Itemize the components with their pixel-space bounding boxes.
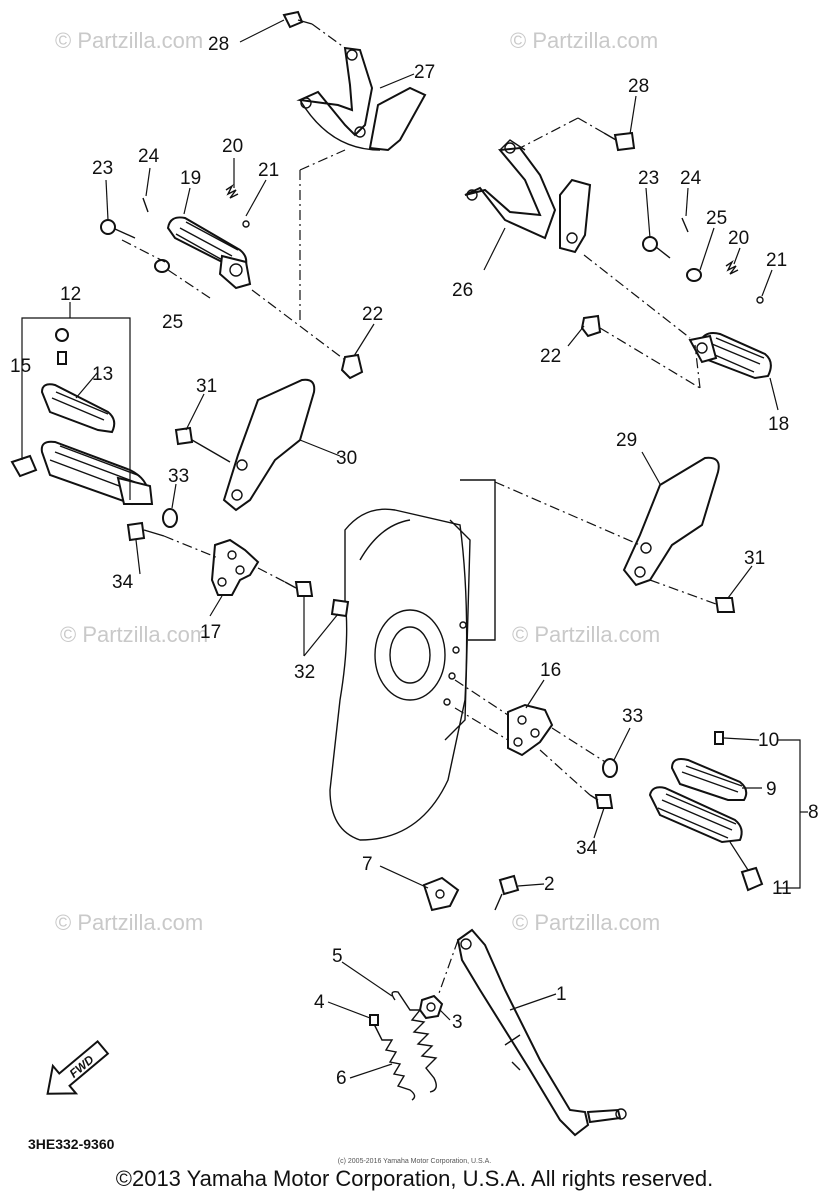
- sidestand: [456, 928, 627, 1137]
- callout-2: 2: [544, 874, 555, 895]
- callout-23: 23: [92, 158, 113, 179]
- footrest-bracket-17: [210, 538, 260, 596]
- callout-30: 30: [336, 448, 357, 469]
- watermark: © Partzilla.com: [512, 622, 660, 647]
- watermark: © Partzilla.com: [55, 910, 203, 935]
- callout-34: 34: [112, 572, 134, 593]
- collar-25-right: [686, 268, 702, 282]
- watermark: © Partzilla.com: [55, 28, 203, 53]
- callout-20: 20: [728, 228, 749, 249]
- spring-20-left: [225, 183, 239, 199]
- callout-25: 25: [162, 312, 183, 333]
- collar-25-left: [154, 259, 170, 273]
- pin-24-right: [681, 217, 689, 233]
- callout-9: 9: [766, 779, 777, 800]
- copyright-notice: ©2013 Yamaha Motor Corporation, U.S.A. A…: [115, 1166, 714, 1191]
- callout-26: 26: [452, 280, 473, 301]
- ball-21-right: [756, 296, 764, 304]
- heel-guard-left: [222, 378, 316, 512]
- callout-28: 28: [628, 76, 649, 97]
- ball-21-left: [242, 220, 250, 228]
- callout-25: 25: [706, 208, 727, 229]
- footrest-bracket-16: [507, 703, 554, 757]
- callout-33: 33: [622, 706, 643, 727]
- bolt-2: [494, 874, 520, 911]
- callout-7: 7: [362, 854, 373, 875]
- callout-6: 6: [336, 1068, 347, 1089]
- bolt-34-left: [126, 521, 165, 542]
- pin-23-left: [100, 219, 136, 239]
- callout-11: 11: [772, 878, 792, 899]
- nut-3: [418, 994, 444, 1020]
- callout-5: 5: [332, 946, 343, 967]
- pin-23-right: [642, 236, 671, 259]
- spring-5: [391, 990, 438, 1093]
- rubber-22-left: [340, 353, 364, 380]
- washer-33-right: [602, 758, 618, 778]
- callout-27: 27: [414, 62, 435, 83]
- washer-33-left: [162, 508, 178, 528]
- callout-34: 34: [576, 838, 598, 859]
- callout-13: 13: [92, 364, 113, 385]
- bolt-28-left: [282, 10, 313, 29]
- callout-23: 23: [638, 168, 659, 189]
- bracket-7: [422, 876, 460, 912]
- callout-21: 21: [766, 250, 787, 271]
- callout-20: 20: [222, 136, 243, 157]
- callout-31: 31: [196, 376, 217, 397]
- frame-outline: [329, 479, 496, 841]
- callout-32: 32: [294, 662, 315, 683]
- rubber-22-right: [580, 314, 602, 338]
- watermark: © Partzilla.com: [510, 28, 658, 53]
- rear-footpeg-left: [166, 216, 252, 290]
- callout-17: 17: [200, 622, 221, 643]
- leader-lines: [69, 19, 779, 1079]
- rear-footrest-bracket-left: [296, 46, 427, 152]
- watermark: © Partzilla.com: [512, 910, 660, 935]
- small-copyright: (c) 2005-2016 Yamaha Motor Corporation, …: [337, 1158, 492, 1165]
- callout-4: 4: [314, 992, 325, 1013]
- fwd-arrow-icon: FWD: [46, 1039, 110, 1095]
- callouts: 28 27 28 20 23 24 19 21 23 24 25 20 21 2…: [10, 34, 819, 1089]
- callout-24: 24: [138, 146, 160, 167]
- rear-footpeg-right: [688, 332, 772, 380]
- callout-19: 19: [180, 168, 201, 189]
- callout-28: 28: [208, 34, 229, 55]
- spring-20-right: [725, 259, 739, 275]
- callout-24: 24: [680, 168, 702, 189]
- spring-6: [371, 1019, 416, 1101]
- callout-8: 8: [808, 802, 819, 823]
- callout-31: 31: [744, 548, 765, 569]
- watermarks: © Partzilla.com © Partzilla.com © Partzi…: [55, 28, 660, 935]
- front-footpeg-right: [648, 731, 764, 892]
- callout-10: 10: [758, 730, 779, 751]
- callout-15: 15: [10, 356, 31, 377]
- callout-21: 21: [258, 160, 279, 181]
- watermark: © Partzilla.com: [60, 622, 208, 647]
- callout-22: 22: [362, 304, 383, 325]
- bolts-32: [284, 581, 350, 618]
- callout-1: 1: [556, 984, 567, 1005]
- catalog-number: 3HE332-9360: [28, 1136, 115, 1152]
- bolt-31-left: [174, 426, 231, 463]
- callout-22: 22: [540, 346, 561, 367]
- callout-29: 29: [616, 430, 637, 451]
- bolt-34-right: [589, 794, 614, 809]
- rear-footrest-bracket-right: [464, 139, 592, 254]
- front-footpeg-left: [10, 328, 154, 506]
- callout-18: 18: [768, 414, 789, 435]
- pin-24-left: [142, 197, 149, 213]
- callout-12: 12: [60, 284, 81, 305]
- heel-guard-right: [622, 456, 720, 587]
- callout-16: 16: [540, 660, 561, 681]
- bolt-31-right: [714, 597, 736, 613]
- pin-4: [369, 1014, 379, 1026]
- callout-33: 33: [168, 466, 189, 487]
- callout-3: 3: [452, 1012, 463, 1033]
- bolt-28-right: [603, 131, 636, 152]
